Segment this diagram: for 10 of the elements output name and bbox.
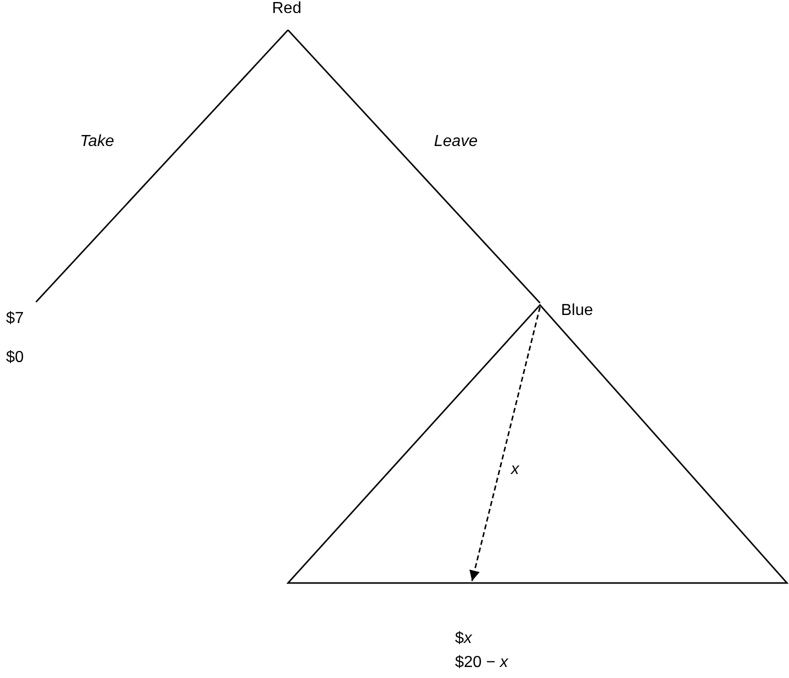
- player-name: Blue: [561, 302, 594, 320]
- payoff-text: $20 − x: [455, 654, 508, 672]
- payoff-text: $x: [455, 630, 472, 648]
- triangle: [288, 305, 788, 584]
- payoff-text: $0: [6, 349, 24, 367]
- payoff-text: $7: [6, 310, 24, 328]
- player-name: Red: [272, 0, 302, 18]
- arrow: [469, 306, 541, 582]
- branch-line: [35, 30, 289, 302]
- branch-line: [287, 30, 541, 304]
